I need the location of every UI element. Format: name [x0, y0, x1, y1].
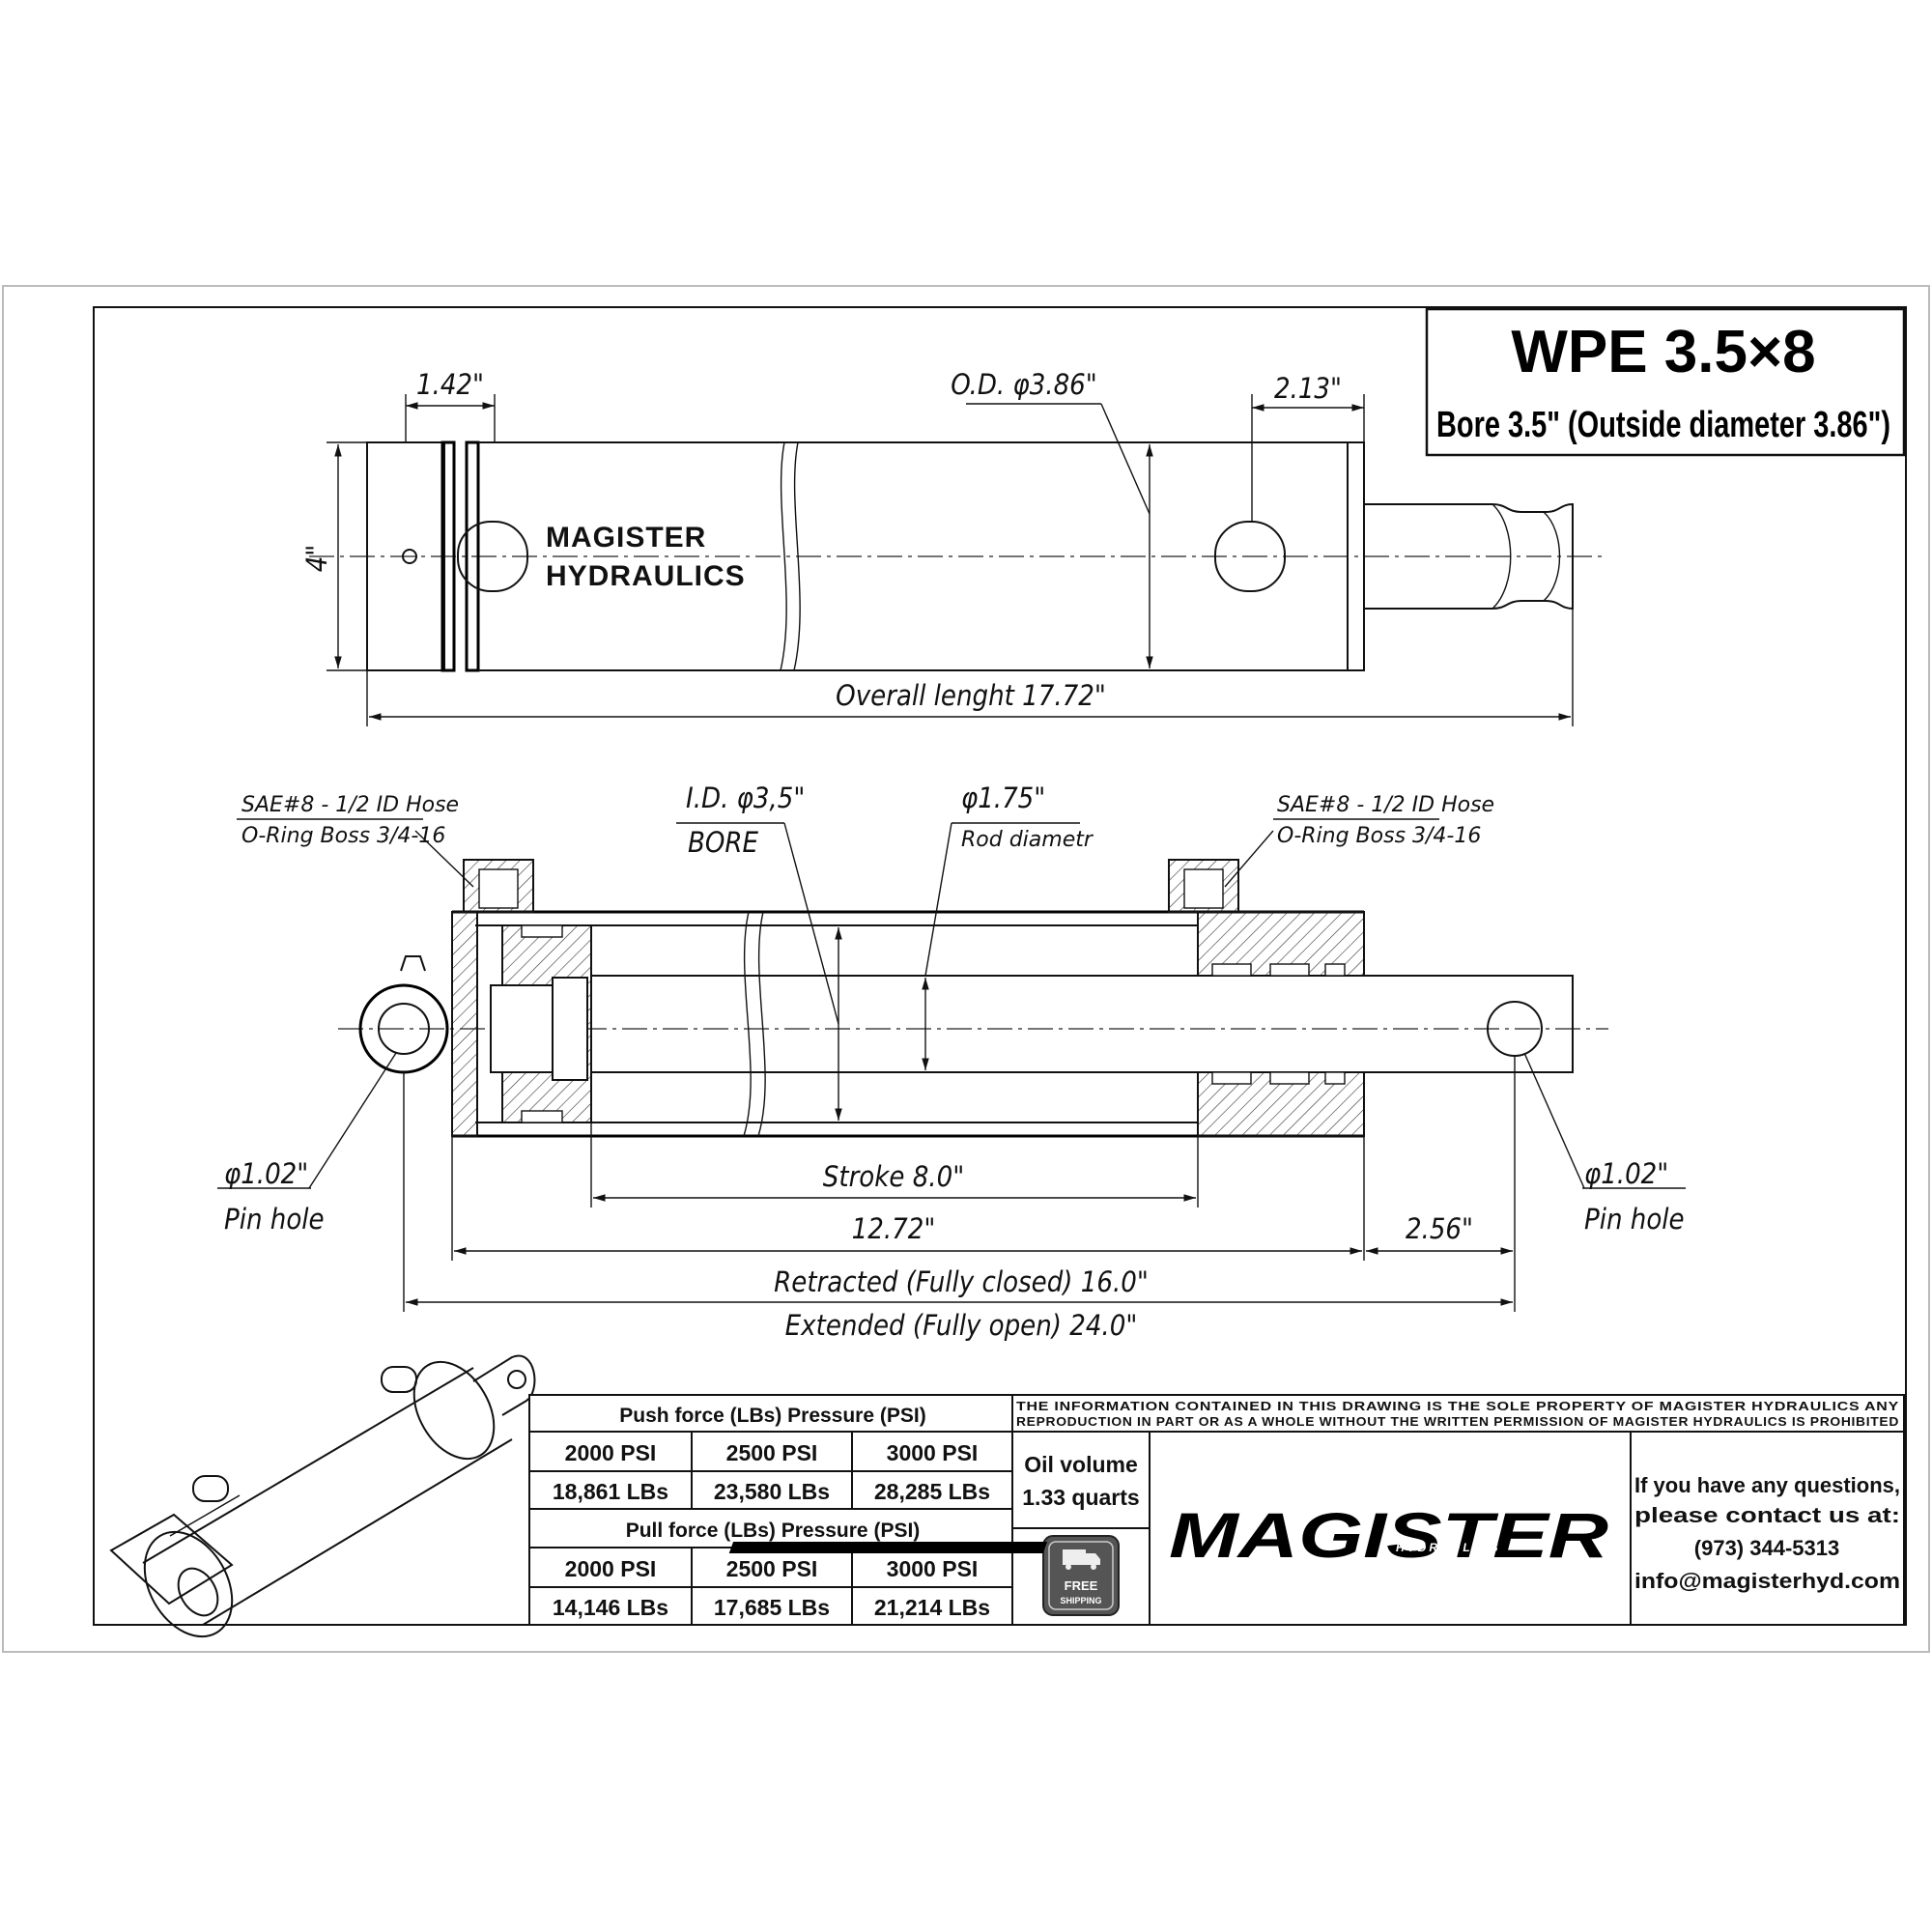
dim-rod-label: Rod diametr	[961, 828, 1094, 852]
dim-pin-left: φ1.02"	[224, 1157, 308, 1190]
dim-overall-length: Overall lenght 17.72"	[836, 679, 1106, 712]
logo-main: MAGISTER	[1169, 1499, 1608, 1571]
push-force-2: 23,580 LBs	[714, 1479, 830, 1504]
pull-force-header: Pull force (LBs) Pressure (PSI)	[626, 1520, 921, 1542]
dim-rod-diameter: φ1.75"	[961, 781, 1045, 814]
truck-icon	[1063, 1549, 1100, 1570]
dim-body-length: 12.72"	[852, 1212, 936, 1245]
push-force-1: 18,861 LBs	[553, 1479, 668, 1504]
pull-force-1: 14,146 LBs	[553, 1595, 668, 1620]
pull-pressure-1: 2000 PSI	[565, 1556, 657, 1581]
legal-line2: REPRODUCTION IN PART OR AS A WHOLE WITHO…	[1016, 1415, 1899, 1429]
top-view: MAGISTER HYDRAULICS 1.42" O.D. φ3.86" 2.…	[300, 368, 1604, 726]
dim-end-width: 2.13"	[1274, 372, 1342, 405]
contact-line1: If you have any questions,	[1634, 1473, 1900, 1497]
dim-retracted: Retracted (Fully closed) 16.0"	[774, 1265, 1149, 1298]
push-pressure-1: 2000 PSI	[565, 1440, 657, 1465]
free-shipping-badge: FREE SHIPPING	[1042, 1535, 1120, 1616]
title-block: WPE 3.5×8 Bore 3.5" (Outside diameter 3.…	[1425, 307, 1906, 457]
badge-line1: FREE	[1065, 1578, 1098, 1593]
port-right-line1: SAE#8 - 1/2 ID Hose	[1277, 793, 1494, 817]
dim-extended: Extended (Fully open) 24.0"	[785, 1309, 1138, 1342]
dim-rod-end: 2.56"	[1406, 1212, 1473, 1245]
isometric-cylinder-sketch	[109, 1354, 536, 1638]
outer-border	[2, 285, 1930, 1653]
magister-logo: MAGISTER HYDRAULICS	[728, 1499, 1608, 1571]
contact-email: info@magisterhyd.com	[1634, 1569, 1900, 1593]
brand-label-line2: HYDRAULICS	[546, 560, 746, 592]
dim-height: 4"	[300, 545, 333, 573]
dim-pin-right-label: Pin hole	[1584, 1203, 1685, 1236]
dim-bore-label: BORE	[688, 826, 759, 859]
bore-subtitle: Bore 3.5" (Outside diameter 3.86")	[1436, 405, 1890, 445]
brand-label-line1: MAGISTER	[546, 522, 706, 554]
pull-pressure-2: 2500 PSI	[726, 1556, 818, 1581]
dim-pin-right: φ1.02"	[1584, 1157, 1668, 1190]
pull-force-2: 17,685 LBs	[714, 1595, 830, 1620]
push-pressure-2: 2500 PSI	[726, 1440, 818, 1465]
push-force-header: Push force (LBs) Pressure (PSI)	[619, 1405, 925, 1427]
dim-ring-width: 1.42"	[416, 368, 484, 401]
port-left-line1: SAE#8 - 1/2 ID Hose	[242, 793, 459, 817]
logo-sub: HYDRAULICS	[1396, 1541, 1501, 1554]
badge-line2: SHIPPING	[1060, 1596, 1101, 1605]
legal-line1: THE INFORMATION CONTAINED IN THIS DRAWIN…	[1016, 1400, 1899, 1413]
info-block: THE INFORMATION CONTAINED IN THIS DRAWIN…	[728, 1394, 1905, 1626]
model-title: WPE 3.5×8	[1511, 319, 1815, 385]
port-left-line2: O-Ring Boss 3/4-16	[242, 824, 445, 848]
oil-volume-label: Oil volume	[1024, 1452, 1138, 1477]
dim-pin-left-label: Pin hole	[224, 1203, 325, 1236]
contact-phone: (973) 344-5313	[1694, 1536, 1839, 1560]
dim-stroke: Stroke 8.0"	[823, 1160, 964, 1193]
oil-volume-value: 1.33 quarts	[1022, 1485, 1139, 1510]
contact-line2: please contact us at:	[1634, 1503, 1900, 1527]
dim-outside-diameter: O.D. φ3.86"	[951, 368, 1097, 401]
spec-table: Push force (LBs) Pressure (PSI) 2000 PSI…	[528, 1394, 1013, 1626]
pull-pressure-3: 3000 PSI	[887, 1556, 979, 1581]
port-right-line2: O-Ring Boss 3/4-16	[1277, 824, 1481, 848]
push-pressure-3: 3000 PSI	[887, 1440, 979, 1465]
dim-inner-diameter: I.D. φ3,5"	[686, 781, 805, 814]
push-force-3: 28,285 LBs	[874, 1479, 990, 1504]
pull-force-3: 21,214 LBs	[874, 1595, 990, 1620]
section-view: SAE#8 - 1/2 ID Hose O-Ring Boss 3/4-16 S…	[217, 781, 1686, 1342]
